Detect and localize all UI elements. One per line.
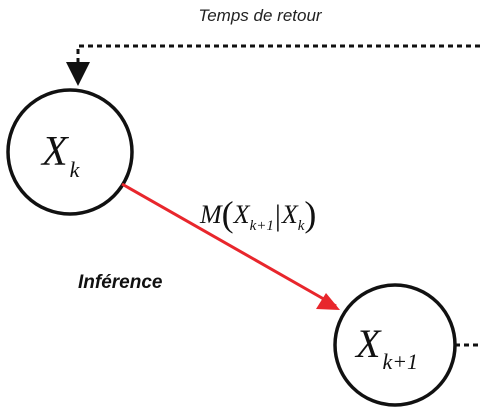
node-xk1-symbol: X: [356, 321, 381, 366]
formula-open-paren: (: [221, 194, 234, 234]
node-xk-symbol: X: [42, 129, 68, 175]
inference-arrow: [121, 182, 337, 308]
formula-given-subscript: k: [297, 218, 305, 234]
formula-function: M: [200, 200, 222, 229]
transition-formula: M(Xk+1|Xk): [200, 190, 317, 234]
node-xk-circle: [6, 88, 134, 216]
formula-given-bar: |: [274, 199, 281, 232]
formula-close-paren: ): [304, 194, 317, 234]
feedback-label: Temps de retour: [198, 6, 322, 25]
inference-label: Inférence: [78, 272, 163, 293]
formula-target-symbol: X: [233, 200, 250, 229]
node-xk-subscript: k: [69, 157, 80, 182]
feedback-arrow-head: [66, 62, 90, 86]
feedback-dashed-line: [76, 44, 480, 62]
node-xk1-subscript: k+1: [382, 349, 419, 374]
inference-arrow-head: [316, 293, 340, 310]
formula-target-subscript: k+1: [249, 218, 274, 234]
formula-given-symbol: X: [281, 200, 298, 229]
node-xk-label: Xk: [42, 128, 79, 182]
node-xk1-label: Xk+1: [356, 320, 418, 374]
